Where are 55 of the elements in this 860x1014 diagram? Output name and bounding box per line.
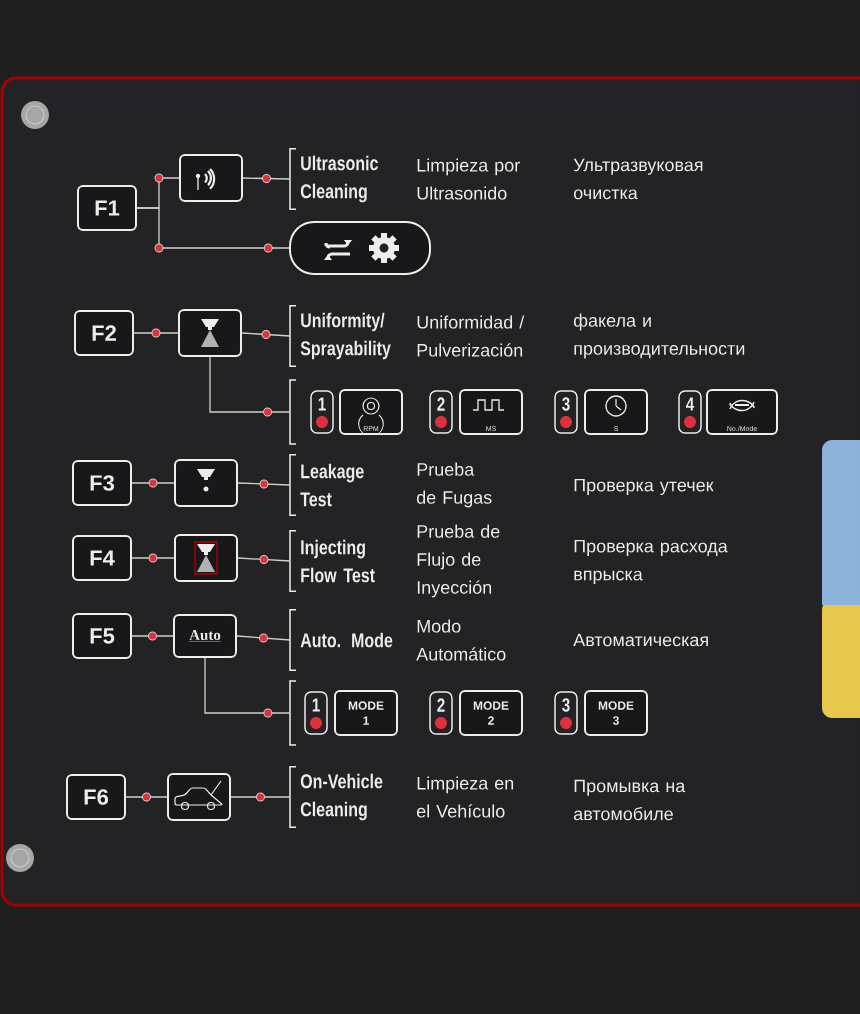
indicator-badge: 2 [429, 390, 453, 434]
function-label: Injecting Flow Test [289, 530, 375, 592]
function-key: F4 [72, 535, 132, 581]
function-label: Ultrasonic Cleaning [289, 148, 378, 210]
translation-text: Uniformidad / Pulverización [417, 315, 525, 357]
connector-line [136, 207, 290, 253]
connector-line [241, 330, 291, 339]
pill-key [289, 221, 431, 275]
mode-button: MODE 2 [459, 690, 523, 736]
connector-line [230, 792, 291, 802]
mode-button: MODE 3 [584, 690, 648, 736]
connector-line [237, 555, 291, 564]
function-key: F6 [66, 774, 126, 820]
auto-key: Auto [173, 614, 237, 658]
icon-key [174, 459, 238, 507]
connector-line [209, 356, 291, 417]
connector-line [236, 633, 291, 643]
translation-text: Limpieza por Ultrasonido [417, 158, 520, 200]
function-label: Uniformity/ Sprayability [289, 305, 391, 367]
connector-line [204, 657, 291, 718]
indicator-badge: 3 [554, 691, 578, 735]
icon-key [179, 154, 243, 202]
connector-line [131, 553, 175, 563]
translation-text: Limpieza en el Vehículo [416, 776, 514, 818]
translation-text: Проверка расхода впрыска [574, 539, 728, 585]
mode-button: MODE 1 [334, 690, 398, 736]
indicator-badge: 1 [310, 390, 334, 434]
function-label: Auto. Mode [289, 609, 393, 671]
connector-line [125, 792, 168, 802]
indicator-badge: 4 [678, 390, 702, 434]
indicator-badge: 2 [429, 691, 453, 735]
translation-text: Автоматическая [573, 633, 708, 647]
connector-line [133, 328, 179, 338]
function-key: F5 [72, 613, 132, 659]
icon-key [167, 773, 231, 821]
icon-key [174, 534, 238, 582]
translation-text: Промывка на автомобиле [573, 779, 686, 821]
connector-line [131, 478, 175, 488]
translation-text: Проверка утечек [574, 478, 714, 496]
function-label: On-Vehicle Cleaning [289, 766, 383, 828]
translation-text: Prueba de Flujo de Inyección [417, 524, 500, 598]
connector-line [131, 631, 174, 641]
function-label: Leakage Test [289, 454, 364, 516]
indicator-badge: 1 [304, 691, 328, 735]
function-key: F2 [74, 310, 134, 356]
function-key: F3 [72, 460, 132, 506]
connector-line [242, 174, 291, 183]
translation-text: Modo Automático [416, 619, 506, 661]
translation-text: факела и производительности [573, 313, 745, 359]
indicator-badge: 3 [554, 390, 578, 434]
icon-key [178, 309, 242, 357]
translation-text: Ультразвуковая очистка [573, 158, 703, 200]
connector-line [237, 479, 291, 489]
function-key: F1 [77, 185, 137, 231]
translation-text: Prueba de Fugas [416, 462, 492, 508]
